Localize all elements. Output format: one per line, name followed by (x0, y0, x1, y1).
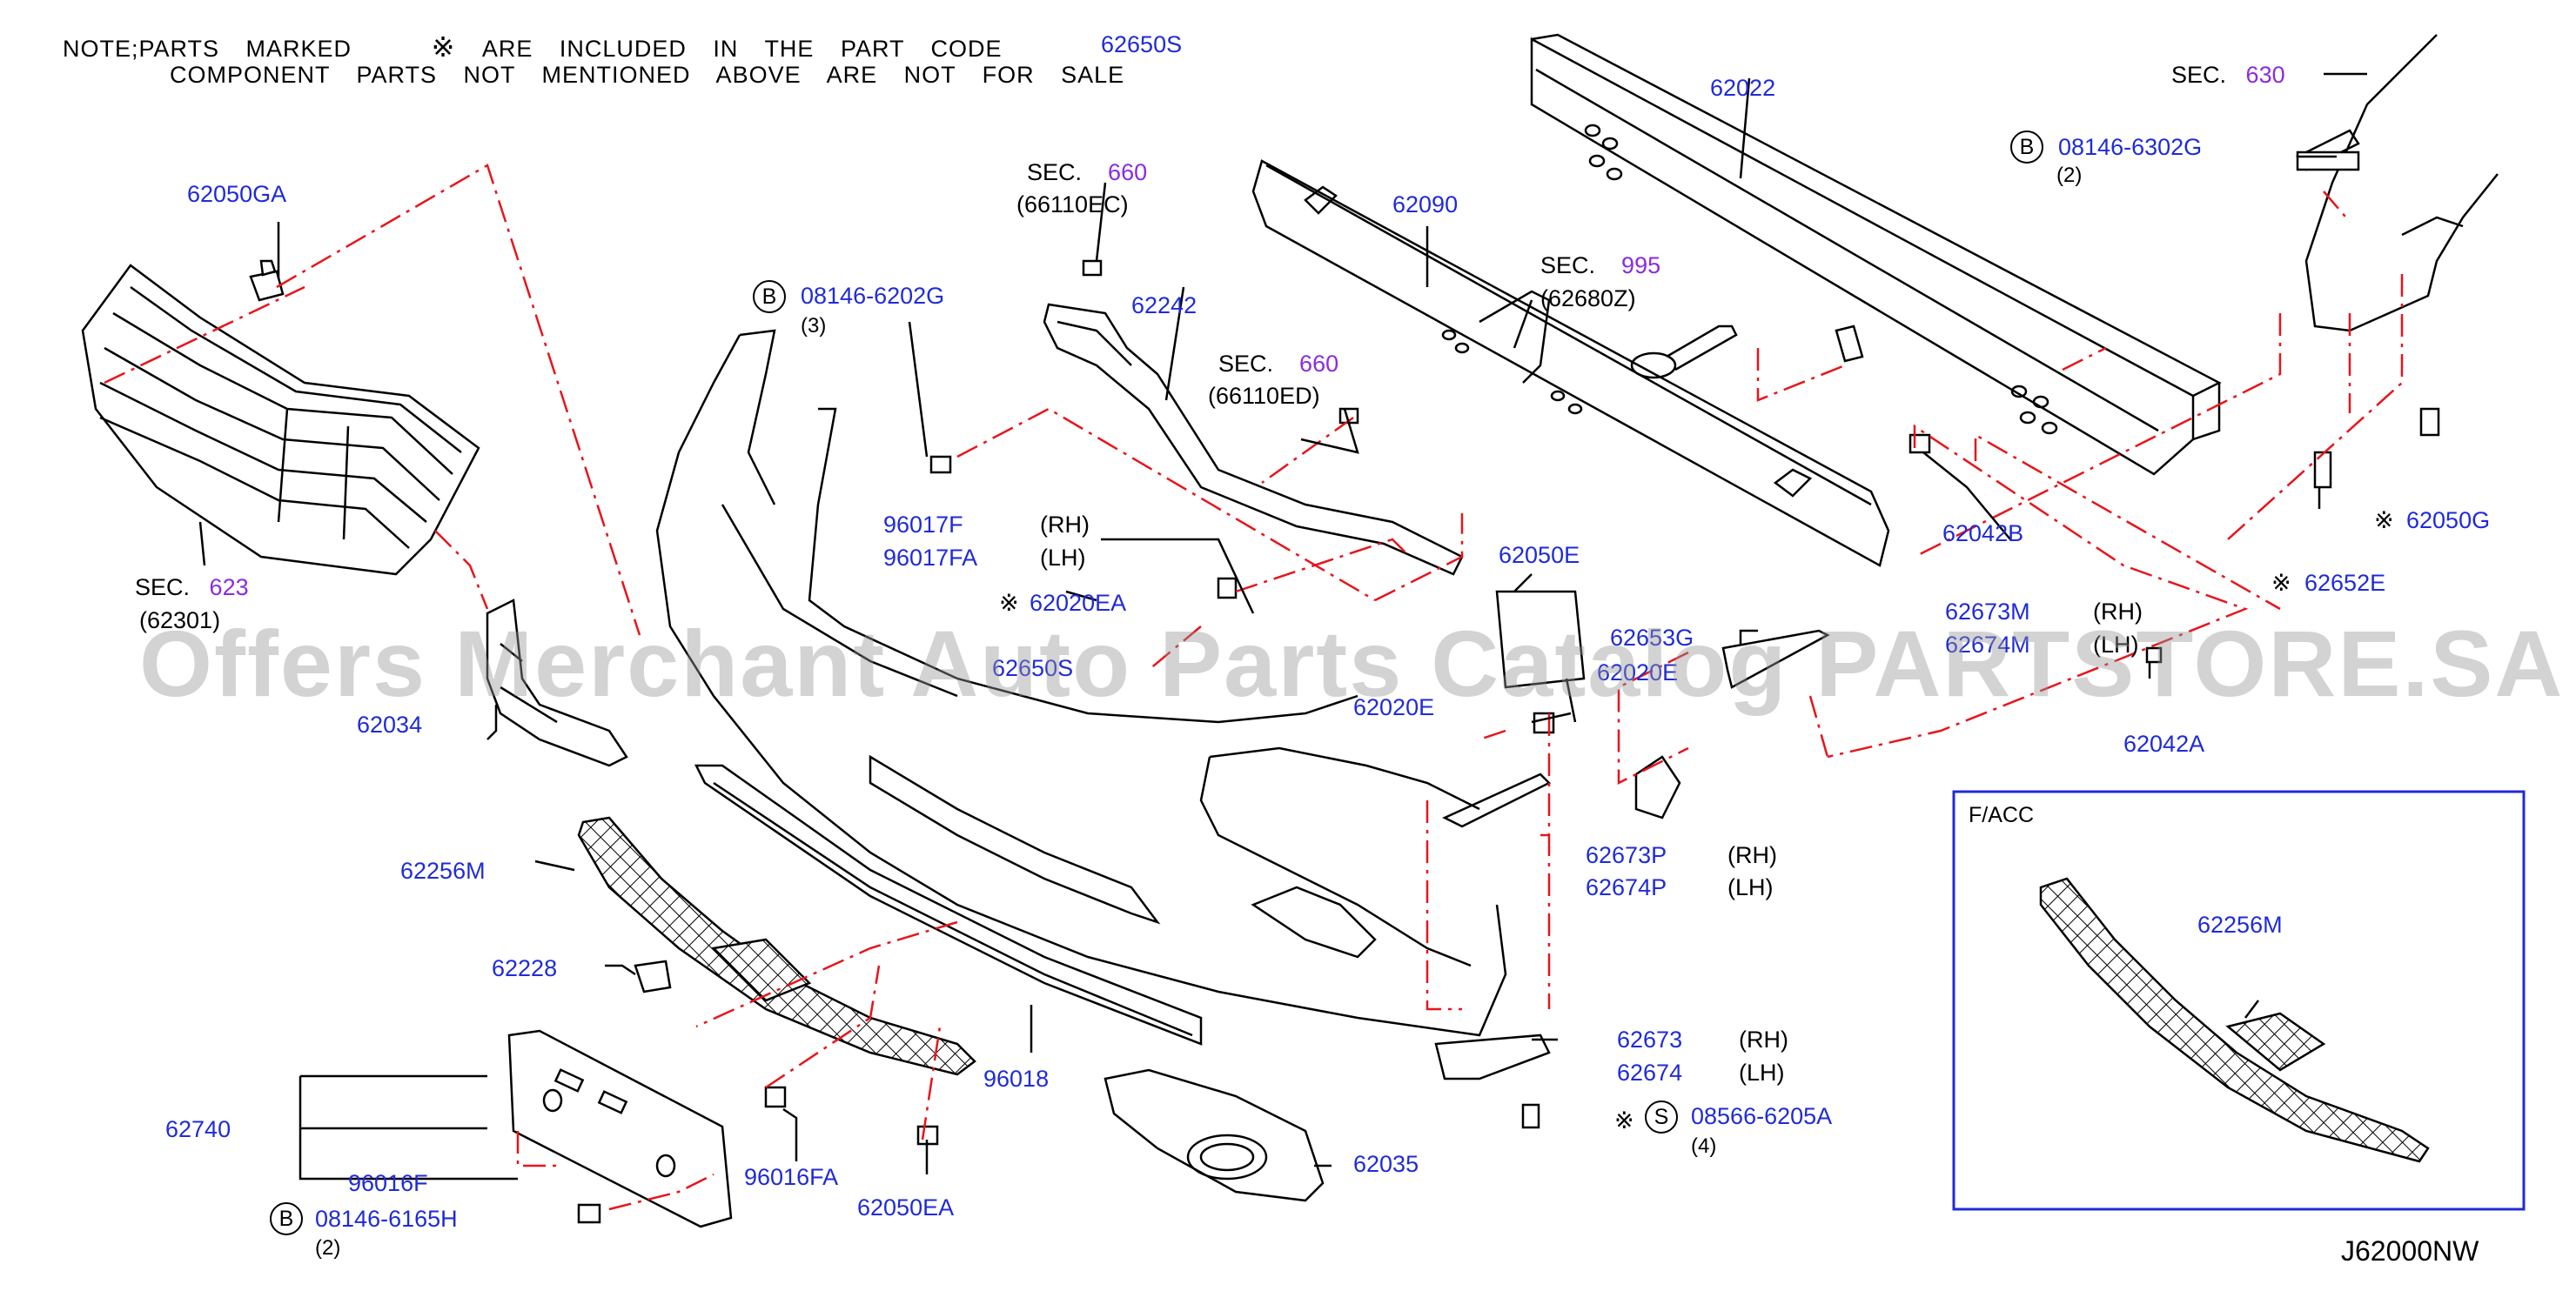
part-62034[interactable]: 62034 (357, 712, 423, 738)
part-96017F[interactable]: 96017F (883, 512, 963, 538)
part-62035[interactable]: 62035 (1353, 1151, 1419, 1177)
spoiler-96018-drawing (694, 764, 1203, 1046)
bolt-symbol-b: B (753, 280, 786, 313)
side-lh: (LH) (2093, 632, 2139, 658)
part-62256M[interactable]: 62256M (400, 858, 486, 884)
sec-623-ref[interactable]: SEC. 623 (135, 574, 249, 600)
watermark-text: Offers Merchant Auto Parts Catalog PARTS… (139, 611, 2565, 716)
bolt-symbol-b: B (2010, 130, 2043, 164)
side-rh: (RH) (1040, 512, 1090, 538)
upper-right-bracket-drawing (2296, 34, 2499, 332)
fasteners-drawing (577, 151, 2440, 1224)
facc-label: F/ACC (1969, 803, 2034, 827)
fog-cover-62035-drawing (1104, 1068, 1325, 1202)
sec-995-sub: (62680Z) (1540, 285, 1636, 311)
part-96018[interactable]: 96018 (983, 1066, 1050, 1092)
sec-660-sub-a: (66110EC) (1016, 191, 1129, 217)
side-rh: (RH) (1727, 842, 1777, 868)
sec-660-sub-b: (66110ED) (1208, 383, 1320, 409)
screw-symbol-s: S (1645, 1100, 1678, 1134)
part-62020E-right[interactable]: 62020E (1597, 659, 1679, 686)
part-62022[interactable]: 62022 (1710, 75, 1776, 101)
part-62050E[interactable]: 62050E (1499, 542, 1580, 568)
tow-hook-drawing (1630, 324, 1738, 379)
part-62256M-facc[interactable]: 62256M (2197, 912, 2283, 938)
bolt-qty-2: (2) (315, 1236, 341, 1260)
part-96017FA[interactable]: 96017FA (883, 545, 978, 571)
sec-623-sub: (62301) (139, 607, 221, 633)
lower-grille-62256M-drawing (577, 816, 976, 1076)
part-62050GA[interactable]: 62050GA (187, 181, 287, 207)
sec-630-ref[interactable]: SEC. 630 (2171, 62, 2285, 88)
part-62050G[interactable]: 62050G (2406, 507, 2491, 533)
sec-660-ref-a[interactable]: SEC. 660 (1027, 159, 1148, 185)
part-96016FA[interactable]: 96016FA (744, 1164, 839, 1190)
side-lh: (LH) (1727, 874, 1774, 900)
part-62673M[interactable]: 62673M (1945, 599, 2030, 625)
mark-symbol: ※ (2374, 507, 2394, 533)
facc-inset-drawing (1952, 790, 2526, 1211)
plate-bracket-62740-drawing (507, 1029, 733, 1228)
part-62673[interactable]: 62673 (1617, 1027, 1683, 1053)
part-62674P[interactable]: 62674P (1586, 874, 1667, 900)
side-lh: (LH) (1739, 1060, 1785, 1086)
sec-995-ref[interactable]: SEC. 995 (1540, 252, 1661, 278)
side-lh: (LH) (1040, 545, 1086, 571)
upper-grille-drawing (81, 264, 480, 576)
part-62242[interactable]: 62242 (1131, 292, 1197, 318)
mark-symbol: ※ (2271, 570, 2291, 596)
part-62740[interactable]: 62740 (165, 1116, 231, 1142)
part-96016F[interactable]: 96016F (348, 1170, 428, 1196)
absorber-62090-drawing (1251, 159, 1890, 567)
screw-08566-6205A[interactable]: 08566-6205A (1691, 1103, 1833, 1129)
note-line-2: COMPONENT PARTS NOT MENTIONED ABOVE ARE … (170, 62, 1125, 88)
bolt-qty-2: (2) (2056, 164, 2083, 187)
bracket-62242-drawing (1043, 303, 1464, 576)
part-62652E[interactable]: 62652E (2304, 570, 2386, 596)
clip-62050GA-drawing (249, 259, 285, 302)
part-62050EA[interactable]: 62050EA (857, 1194, 955, 1221)
bolt-08146-6202G[interactable]: 08146-6202G (801, 283, 945, 309)
side-rh: (RH) (1739, 1027, 1788, 1053)
reinforcement-62022-drawing (1530, 33, 2222, 476)
diagram-code: J62000NW (2341, 1235, 2479, 1267)
bumper-fascia-drawing (655, 329, 1507, 1037)
part-62228[interactable]: 62228 (492, 955, 558, 981)
part-62042B[interactable]: 62042B (1942, 520, 2024, 546)
screw-qty-4: (4) (1691, 1134, 1717, 1158)
part-62090[interactable]: 62090 (1392, 191, 1459, 217)
bolt-symbol-b: B (270, 1202, 303, 1235)
sec-660-ref-b[interactable]: SEC. 660 (1218, 351, 1339, 377)
note-part-code[interactable]: 62650S (1101, 31, 1183, 57)
leader-lines (198, 72, 2367, 1181)
part-62674M[interactable]: 62674M (1945, 632, 2030, 658)
part-62650S[interactable]: 62650S (992, 655, 1074, 681)
bolt-08146-6302G[interactable]: 08146-6302G (2058, 134, 2203, 160)
mark-symbol: ※ (999, 590, 1019, 616)
part-62020E[interactable]: 62020E (1353, 694, 1435, 720)
side-rh: (RH) (2093, 599, 2143, 625)
part-62020EA[interactable]: 62020EA (1030, 590, 1127, 616)
part-62673P[interactable]: 62673P (1586, 842, 1667, 868)
part-62653G[interactable]: 62653G (1610, 625, 1694, 651)
mark-symbol: ※ (1614, 1107, 1634, 1134)
bolt-08146-6165H[interactable]: 08146-6165H (315, 1206, 458, 1232)
part-62042A[interactable]: 62042A (2123, 731, 2205, 757)
bolt-qty-3: (3) (801, 314, 827, 338)
part-62674[interactable]: 62674 (1617, 1060, 1683, 1086)
callout-red-lines (104, 164, 2404, 1211)
note-line-1: NOTE;PARTS MARKED ※ ARE INCLUDED IN THE … (63, 31, 1003, 63)
duct-62034-drawing (486, 599, 628, 767)
